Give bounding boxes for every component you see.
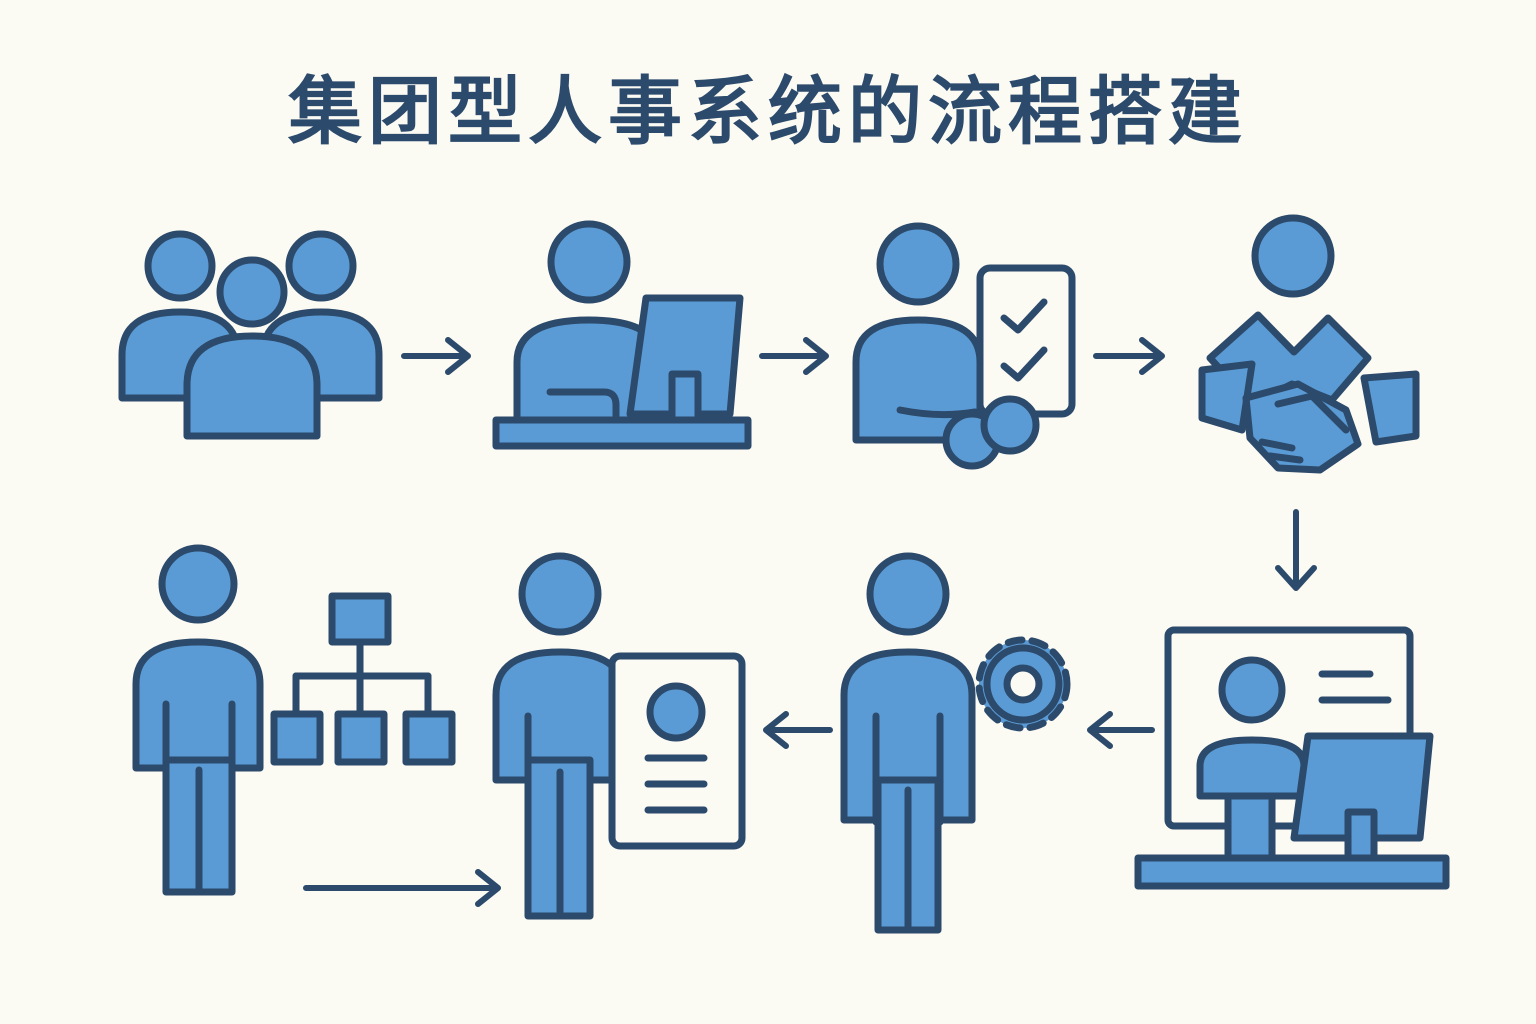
org-chart-icon	[270, 592, 456, 766]
arrow-left-icon	[1087, 711, 1155, 749]
person-with-org-chart-icon	[132, 544, 456, 896]
arrow-right-icon	[1093, 337, 1165, 375]
person-with-gear-icon	[840, 552, 1071, 934]
handshake-icon	[1198, 214, 1420, 474]
person-with-profile-document-icon	[492, 552, 746, 920]
person-with-checklist-icon	[852, 222, 1076, 470]
group-of-people-icon	[118, 230, 383, 440]
gear-icon	[975, 636, 1071, 732]
video-interview-icon	[1134, 626, 1450, 890]
arrow-right-icon	[759, 337, 829, 375]
arrow-right-icon	[401, 337, 471, 375]
arrow-left-icon	[763, 711, 833, 749]
arrow-down-icon	[1275, 509, 1317, 591]
person-at-computer-icon	[492, 220, 752, 450]
arrow-right-icon	[303, 869, 501, 907]
page-title: 集团型人事系统的流程搭建	[288, 69, 1248, 155]
